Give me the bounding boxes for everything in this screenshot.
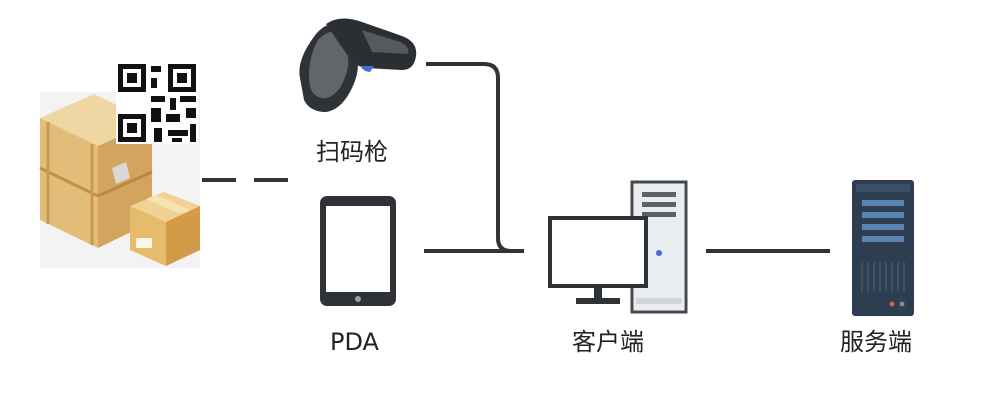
connector-lines [202,62,830,253]
qr-code-icon [116,62,198,144]
scanner-label: 扫码枪 [316,138,388,166]
tablet-icon [320,196,396,306]
cargo-boxes-icon [39,92,200,268]
client-label: 客户端 [572,328,644,356]
barcode-scanner-icon [299,18,417,112]
server-tower-icon [852,180,914,316]
server-label: 服务端 [840,328,912,356]
desktop-computer-icon [548,180,688,314]
scanner-to-client-line [426,62,524,253]
pda-label: PDA [330,328,379,356]
